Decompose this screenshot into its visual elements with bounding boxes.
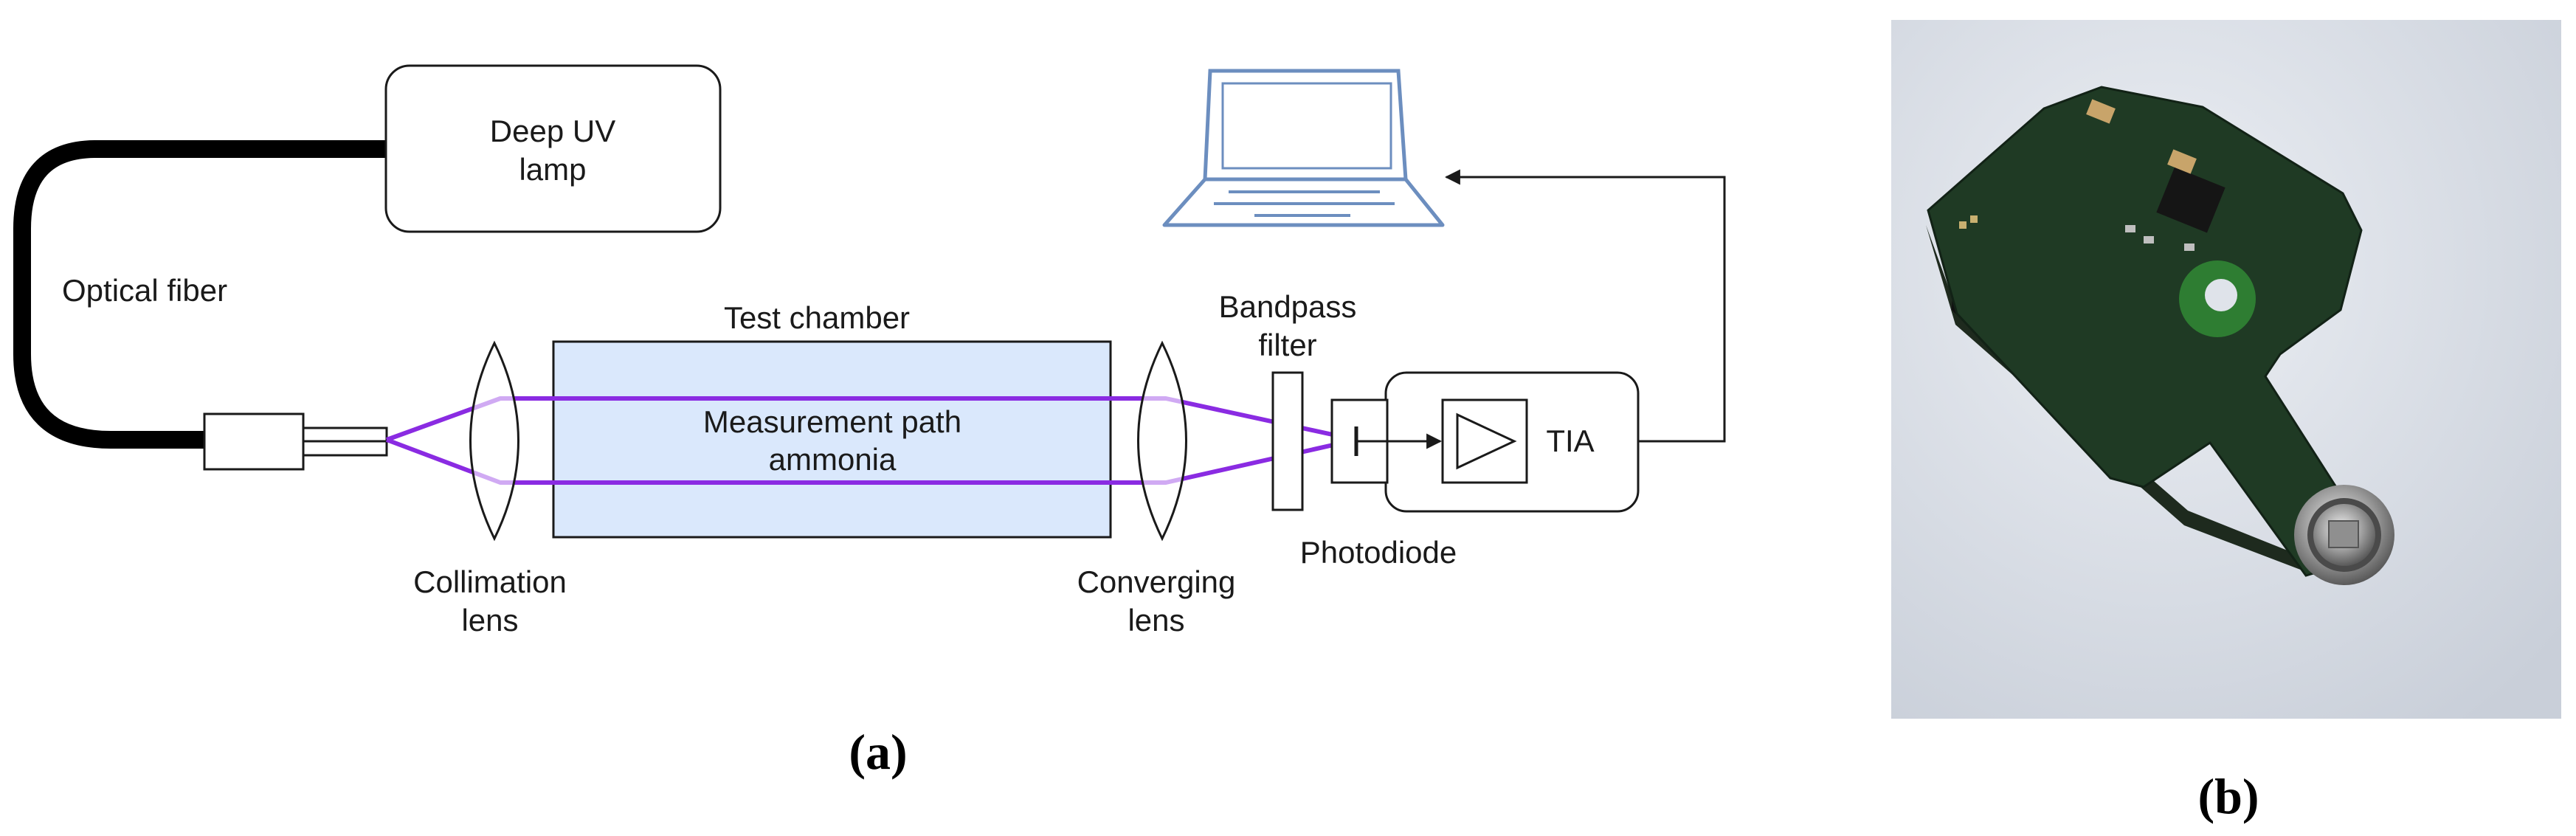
panel-b-photo: (b) [1891, 20, 2561, 824]
pcb-component-6 [1959, 221, 1966, 229]
pcb-component-4 [2144, 236, 2154, 243]
uv-beam-upper [385, 396, 1357, 442]
panel-a-diagram: Deep UV lamp Optical fiber Test chamber … [13, 64, 1726, 780]
converging-lens [1137, 340, 1187, 542]
photodiode-window [2328, 520, 2359, 548]
collimation-lens [469, 340, 519, 542]
measurement-path-label-line2: ammonia [769, 442, 897, 477]
panel-b-caption: (b) [2197, 768, 2259, 824]
panel-a-caption: (a) [849, 724, 907, 780]
pcb-component-2 [2167, 149, 2197, 174]
bandpass-filter [1271, 371, 1304, 511]
pcb-component-7 [1970, 215, 1978, 223]
collimation-lens-label-line1: Collimation [413, 564, 567, 599]
pcb-component-1 [2086, 99, 2116, 124]
optical-fiber-label: Optical fiber [62, 273, 227, 308]
collimator-body [203, 412, 305, 471]
deep-uv-lamp-label-line1: Deep UV [490, 114, 615, 148]
uv-beam-lower [385, 438, 1357, 485]
bandpass-filter-label-line2: filter [1258, 328, 1316, 362]
photodiode-label: Photodiode [1300, 535, 1457, 570]
test-chamber-title: Test chamber [724, 300, 910, 335]
optical-fiber-cable [13, 140, 404, 449]
pcb-component-3 [2125, 225, 2135, 232]
collimation-lens-label-line2: lens [461, 603, 518, 638]
deep-uv-lamp-box [384, 64, 722, 233]
pcb-component-5 [2184, 243, 2195, 251]
tia-label: TIA [1546, 424, 1594, 458]
test-chamber [552, 340, 1112, 539]
laptop-icon [1162, 69, 1445, 227]
pcb-ic-chip [2156, 167, 2225, 233]
amplifier-triangle-icon [1456, 412, 1517, 470]
converging-lens-label-line2: lens [1128, 603, 1184, 638]
pcb-board [1927, 86, 2363, 577]
pcb-mounting-hole [2205, 279, 2237, 311]
bandpass-filter-label-line1: Bandpass [1219, 289, 1357, 324]
converging-lens-label-line1: Converging [1077, 564, 1236, 599]
signal-to-laptop-arrow [1444, 169, 1726, 443]
deep-uv-lamp-label-line2: lamp [519, 152, 586, 187]
measurement-path-label-line1: Measurement path [703, 404, 961, 439]
